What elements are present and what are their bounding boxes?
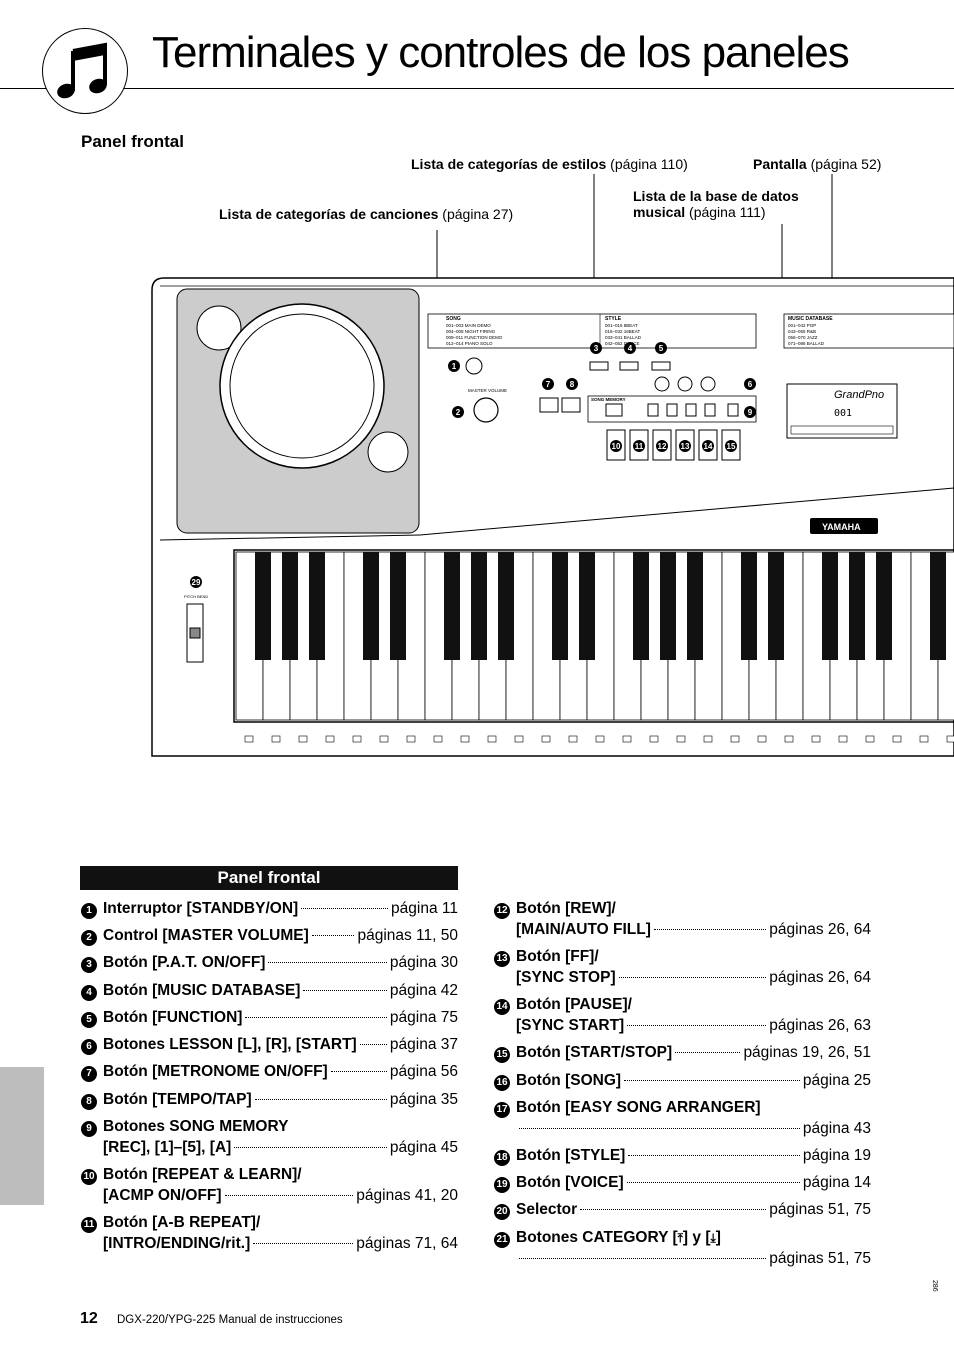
svg-text:11: 11 bbox=[635, 442, 644, 451]
db-list-title: MUSIC DATABASE bbox=[788, 316, 833, 322]
svg-text:001–015 8BEAT: 001–015 8BEAT bbox=[605, 323, 638, 328]
svg-text:001: 001 bbox=[834, 408, 852, 419]
category-up-icon: ⤒ bbox=[677, 1231, 683, 1245]
svg-text:14: 14 bbox=[704, 442, 713, 451]
svg-text:071–086 BALLAD: 071–086 BALLAD bbox=[788, 341, 825, 346]
list-item-cont: páginas 51, 75 bbox=[516, 1250, 871, 1268]
song-list-title: SONG bbox=[446, 316, 461, 322]
svg-text:MASTER VOLUME: MASTER VOLUME bbox=[468, 388, 507, 393]
svg-text:YAMAHA: YAMAHA bbox=[822, 522, 861, 532]
svg-text:1: 1 bbox=[452, 362, 457, 371]
svg-text:016–032 16BEAT: 016–032 16BEAT bbox=[605, 329, 640, 334]
svg-text:6: 6 bbox=[748, 380, 753, 389]
callout-estilos: Lista de categorías de estilos (página 1… bbox=[411, 156, 688, 172]
side-tab bbox=[0, 1067, 44, 1205]
svg-text:056–070 JAZZ: 056–070 JAZZ bbox=[788, 335, 818, 340]
svg-text:8: 8 bbox=[570, 380, 575, 389]
manual-title: DGX-220/YPG-225 Manual de instrucciones bbox=[117, 1314, 343, 1326]
svg-text:043–055 R&B: 043–055 R&B bbox=[788, 329, 816, 334]
list-item: 21 Botones CATEGORY [ ⤒ ] y [ ⤓ ] bbox=[494, 1229, 871, 1248]
svg-text:10: 10 bbox=[612, 442, 621, 451]
svg-text:7: 7 bbox=[546, 380, 551, 389]
list-item-cont: [SYNC START]páginas 26, 63 bbox=[516, 1017, 871, 1034]
svg-text:12: 12 bbox=[658, 442, 667, 451]
list-item-cont: [SYNC STOP]páginas 26, 64 bbox=[516, 969, 871, 986]
music-note-icon bbox=[42, 28, 128, 114]
callout-base-datos: Lista de la base de datos musical (págin… bbox=[633, 188, 799, 220]
svg-text:004–008 NIGHT FIRING: 004–008 NIGHT FIRING bbox=[446, 329, 496, 334]
svg-text:GrandPno: GrandPno bbox=[834, 389, 884, 401]
keyboard-illustration: SONG STYLE MUSIC DATABASE 001–003 MAIN D… bbox=[151, 174, 954, 757]
page-number: 12 bbox=[80, 1310, 98, 1327]
style-list-title: STYLE bbox=[605, 316, 622, 322]
svg-text:3: 3 bbox=[594, 344, 599, 353]
svg-text:009–011 FUNCTION DEMO: 009–011 FUNCTION DEMO bbox=[446, 335, 503, 340]
doc-code: 286 bbox=[931, 1280, 938, 1292]
list-item-cont: [MAIN/AUTO FILL]páginas 26, 64 bbox=[516, 921, 871, 938]
svg-text:5: 5 bbox=[659, 344, 664, 353]
list-item-cont: [ACMP ON/OFF]páginas 41, 20 bbox=[103, 1187, 458, 1204]
header-rule bbox=[0, 88, 954, 89]
callout-pantalla: Pantalla (página 52) bbox=[753, 156, 882, 172]
section-heading: Panel frontal bbox=[81, 132, 184, 151]
svg-text:2: 2 bbox=[456, 408, 461, 417]
page-title: Terminales y controles de los paneles bbox=[152, 28, 850, 77]
svg-text:13: 13 bbox=[681, 442, 690, 451]
svg-text:29: 29 bbox=[192, 578, 201, 587]
svg-text:PITCH BEND: PITCH BEND bbox=[184, 594, 208, 599]
svg-text:042–052 DANCE: 042–052 DANCE bbox=[605, 341, 640, 346]
svg-text:012–014 PIANO SOLO: 012–014 PIANO SOLO bbox=[446, 341, 493, 346]
svg-text:4: 4 bbox=[628, 344, 633, 353]
svg-text:9: 9 bbox=[748, 408, 753, 417]
svg-text:001–042 POP: 001–042 POP bbox=[788, 323, 816, 328]
list-header: Panel frontal bbox=[80, 866, 458, 890]
svg-text:033–041 BALLAD: 033–041 BALLAD bbox=[605, 335, 642, 340]
list-item-cont: [REC], [1]–[5], [A]página 45 bbox=[103, 1139, 458, 1156]
svg-text:001–003 MAIN DEMO: 001–003 MAIN DEMO bbox=[446, 323, 491, 328]
category-down-icon: ⤓ bbox=[710, 1231, 716, 1245]
svg-text:15: 15 bbox=[727, 442, 736, 451]
callout-canciones: Lista de categorías de canciones (página… bbox=[219, 206, 514, 222]
list-item-cont: página 43 bbox=[516, 1120, 871, 1138]
list-item-cont: [INTRO/ENDING/rit.]páginas 71, 64 bbox=[103, 1235, 458, 1252]
svg-text:SONG MEMORY: SONG MEMORY bbox=[591, 397, 626, 402]
